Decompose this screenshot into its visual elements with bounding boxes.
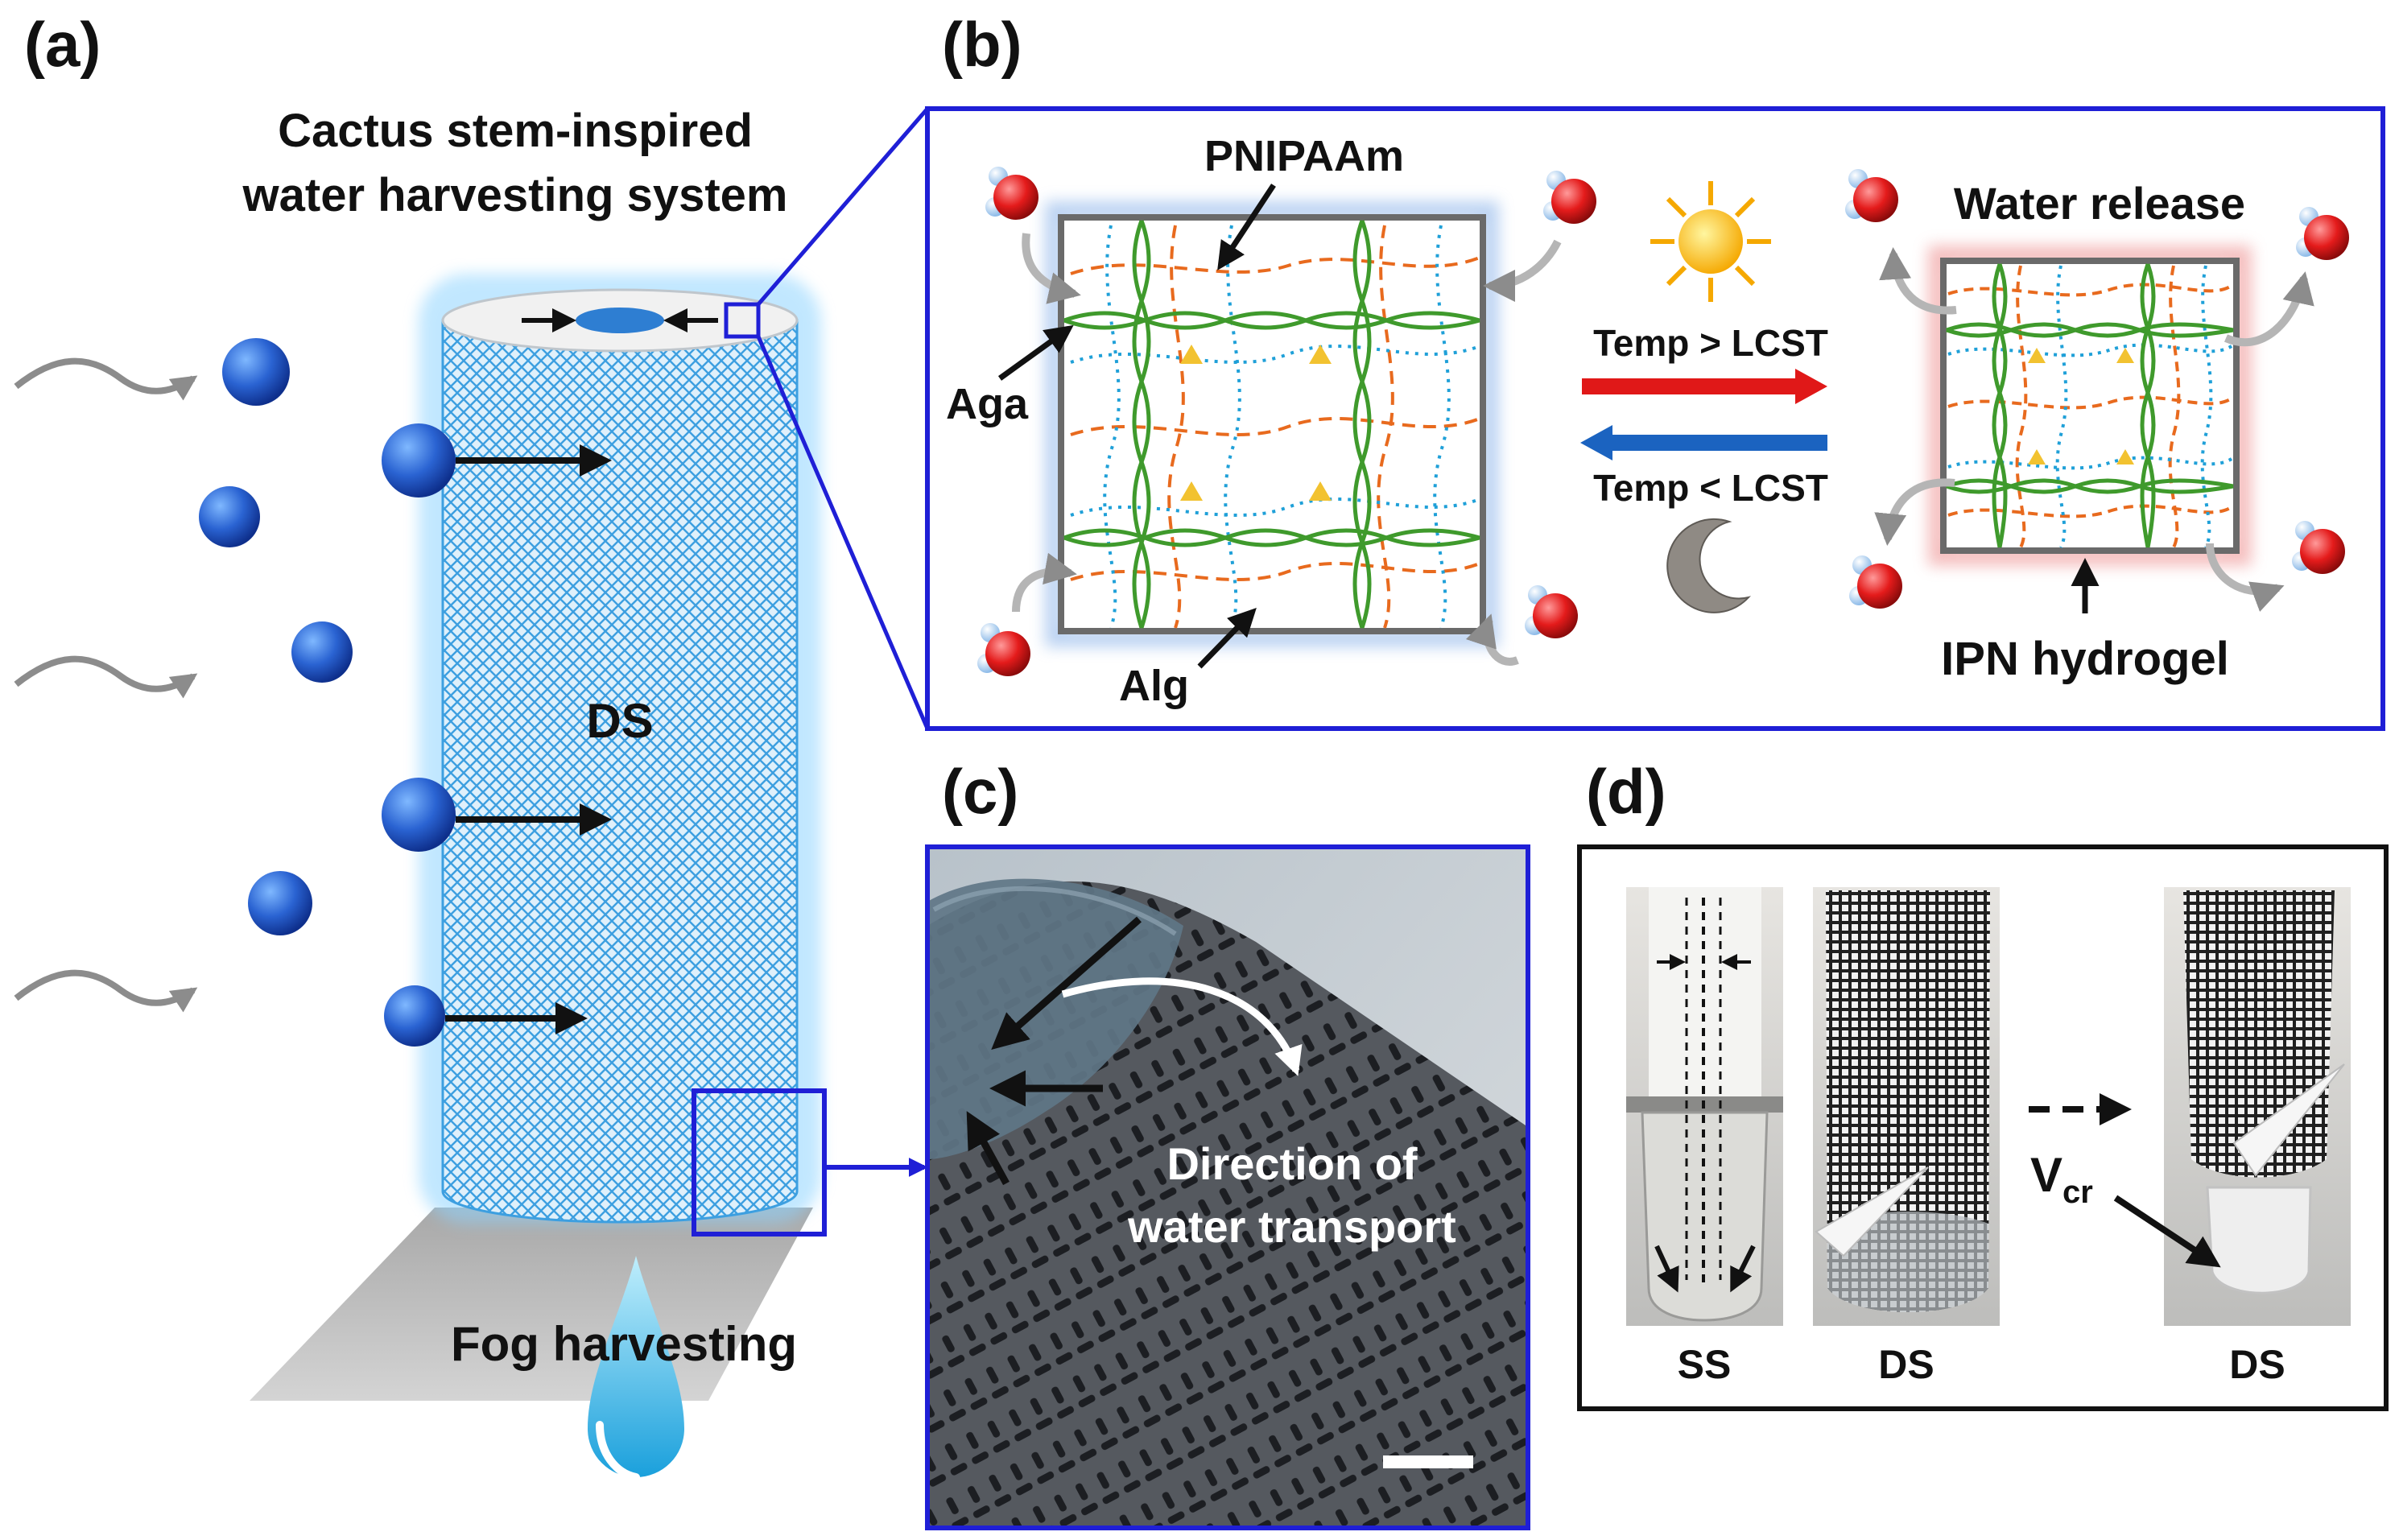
photo-ds-2 <box>2164 887 2351 1326</box>
hydrogel-collapsed <box>1928 246 2252 566</box>
curved-arrow-in <box>1022 233 1081 304</box>
label-ds-1: DS <box>1878 1342 1934 1387</box>
panel-d: Vcr SS DS DS <box>1577 844 2389 1411</box>
pointer-arrow <box>991 916 1142 1050</box>
fog-droplet <box>199 486 260 547</box>
transport-direction-arrow <box>1061 977 1303 1076</box>
label-ds-2: DS <box>2229 1342 2285 1387</box>
photo-ds-1 <box>1813 887 2000 1326</box>
fog-droplet <box>291 621 353 683</box>
label-pnipaam: PNIPAAm <box>1204 132 1404 180</box>
zoom-box-bottom <box>692 1088 827 1237</box>
fog-droplet <box>382 778 456 852</box>
panel-label-c: (c) <box>942 756 1018 827</box>
zoom-box-top <box>724 302 761 339</box>
label-vcr: Vcr <box>2030 1148 2093 1210</box>
panel-a-title-line2: water harvesting system <box>242 169 788 221</box>
panel-label-b: (b) <box>942 9 1022 80</box>
fog-harvesting-label: Fog harvesting <box>451 1317 797 1371</box>
label-aga: Aga <box>946 380 1029 428</box>
panel-label-d: (d) <box>1586 756 1666 827</box>
panel-c: Direction of water transport <box>925 844 1530 1530</box>
curved-arrow-in <box>1483 239 1562 302</box>
label-temp-above: Temp > LCST <box>1593 322 1828 364</box>
panel-label-a: (a) <box>24 9 101 80</box>
cylinder-body <box>441 319 799 1224</box>
cylinder-label-ds: DS <box>586 694 653 748</box>
label-alg: Alg <box>1119 662 1189 710</box>
zoom-line-bottom <box>756 336 930 729</box>
pointer-pnipaam <box>1217 184 1276 270</box>
water-drop-icon <box>588 1256 684 1477</box>
panel-c-frame <box>925 844 1530 1530</box>
fog-droplet <box>382 423 456 498</box>
fog-droplet <box>222 338 290 406</box>
scale-bar <box>1383 1455 1473 1468</box>
panel-a-title-line1: Cactus stem-inspired <box>278 105 753 157</box>
pointer-alg <box>1197 607 1257 669</box>
cool-arrow <box>1580 425 1827 460</box>
water-drop-highlight <box>596 1421 640 1481</box>
cylinder-core <box>576 308 664 333</box>
heat-arrow <box>1582 369 1827 404</box>
caption-line2: water transport <box>1127 1201 1456 1252</box>
hydrogel-frame-swollen <box>1058 214 1486 634</box>
curved-arrow-out <box>1874 478 1955 546</box>
moon-icon <box>1666 518 1752 613</box>
wind-arrow-icon <box>14 655 198 699</box>
label-water-release: Water release <box>1954 178 2245 229</box>
hydrogel-swollen <box>1045 201 1499 647</box>
photo-ss <box>1626 887 1783 1326</box>
pointer-aga <box>997 324 1074 381</box>
curved-arrow-out <box>1879 247 1957 315</box>
panel-b: PNIPAAm Aga Alg <box>925 106 2385 731</box>
fog-droplet <box>248 871 312 935</box>
curved-arrow-out <box>2224 271 2314 347</box>
label-ipn-hydrogel: IPN hydrogel <box>1941 633 2229 685</box>
cylinder-shadow <box>250 1208 813 1401</box>
zoom-line-top <box>757 107 929 306</box>
caption-line1: Direction of <box>1166 1138 1417 1189</box>
panel-a: Cactus stem-inspired water harvesting sy… <box>14 105 930 1481</box>
label-temp-below: Temp < LCST <box>1593 467 1828 509</box>
wind-arrow-icon <box>14 969 198 1013</box>
sun-icon <box>1650 181 1771 302</box>
fog-droplet <box>384 985 445 1047</box>
curved-arrow-out <box>2206 543 2285 612</box>
curved-arrow-in <box>1012 552 1077 613</box>
label-ss: SS <box>1678 1342 1732 1387</box>
curved-arrow-in <box>1465 613 1519 666</box>
hydrogel-frame-collapsed <box>1940 258 2240 554</box>
wind-arrow-icon <box>14 357 198 401</box>
pointer-vcr <box>2113 1195 2221 1268</box>
pointer-arrow <box>966 1111 1010 1186</box>
